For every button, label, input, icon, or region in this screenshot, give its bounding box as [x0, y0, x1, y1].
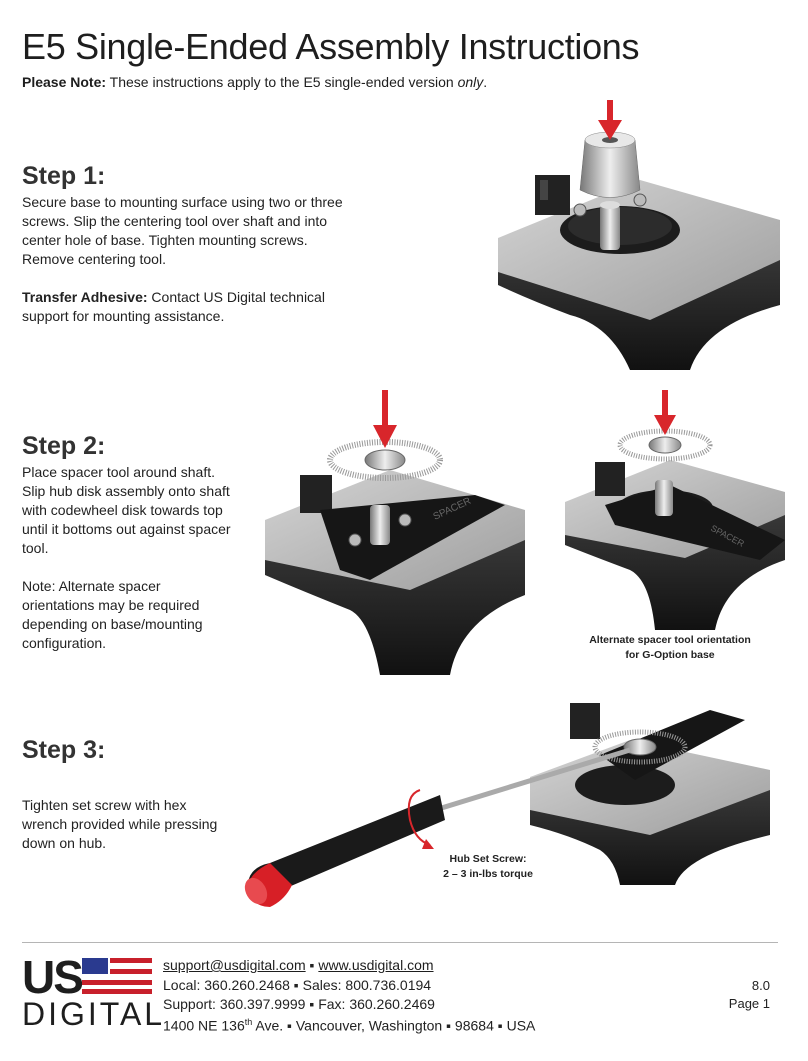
- caption-line: for G-Option base: [625, 649, 715, 661]
- contact-links: support@usdigital.com ▪ www.usdigital.co…: [163, 956, 434, 975]
- logo-us: US: [22, 951, 84, 1003]
- step-1-paragraph: Secure base to mounting surface using tw…: [22, 194, 343, 267]
- address-ordinal: th: [244, 1017, 253, 1027]
- caption-line: Hub Set Screw:: [449, 853, 527, 865]
- website-link[interactable]: www.usdigital.com: [318, 957, 434, 973]
- step-3-heading: Step 3:: [22, 736, 106, 764]
- caption-line: 2 – 3 in-lbs torque: [443, 868, 533, 880]
- hub: [364, 449, 406, 471]
- step-2-alternate-illustration: SPACER: [565, 390, 785, 630]
- alternate-orientation-caption: Alternate spacer tool orientation for G-…: [580, 633, 760, 663]
- caption-line: Alternate spacer tool orientation: [589, 634, 751, 646]
- address: 1400 NE 136th Ave. ▪ Vancouver, Washingt…: [163, 1013, 535, 1036]
- screw: [633, 193, 647, 207]
- footer-divider: [22, 942, 778, 943]
- please-note: Please Note: These instructions apply to…: [22, 74, 487, 90]
- step-1-illustration: [498, 100, 780, 370]
- note-emphasis: only: [457, 74, 484, 90]
- note-end: .: [483, 74, 488, 90]
- step-2-heading: Step 2:: [22, 432, 106, 460]
- spacer-tool: [320, 495, 505, 580]
- step-2-illustration: SPACER: [265, 390, 525, 675]
- step-3-paragraph: Tighten set screw with hex wrench provid…: [22, 797, 218, 851]
- hub-set-screw-caption: Hub Set Screw: 2 – 3 in-lbs torque: [438, 852, 538, 882]
- support-fax: Support: 360.397.9999 ▪ Fax: 360.260.246…: [163, 996, 435, 1012]
- step-2-note: Note: Alternate spacer orientations may …: [22, 578, 203, 651]
- step-2-paragraph: Place spacer tool around shaft. Slip hub…: [22, 464, 231, 556]
- rotation-arrow-icon: [407, 789, 431, 846]
- step-3-illustration: [244, 703, 770, 907]
- step-1-heading: Step 1:: [22, 162, 106, 190]
- shaft: [600, 205, 620, 250]
- flag-logo-icon: [82, 958, 152, 994]
- down-arrow-icon: [598, 100, 622, 140]
- down-arrow-icon: [373, 390, 397, 448]
- separator: ▪: [305, 957, 319, 973]
- screw: [573, 203, 587, 217]
- address-number: 1400 NE 136: [163, 1017, 245, 1034]
- logo-digital: DIGITAL: [22, 996, 166, 1032]
- address-rest: Ave. ▪ Vancouver, Washington ▪ 98684 ▪ U…: [252, 1017, 536, 1034]
- version-number: 8.0: [751, 978, 770, 993]
- step-1-transfer-adhesive: Transfer Adhesive: Contact US Digital te…: [22, 288, 357, 326]
- support-email-link[interactable]: support@usdigital.com: [163, 957, 306, 973]
- transfer-adhesive-text: Contact US Digital technical support for…: [22, 289, 325, 324]
- step-3-body: Tighten set screw with hex wrench provid…: [22, 796, 232, 853]
- down-arrow-icon: [654, 390, 676, 435]
- note-label: Please Note:: [22, 74, 107, 90]
- spacer-tool: [605, 485, 785, 560]
- spacer-tool: [600, 710, 745, 780]
- hex-wrench-shaft: [434, 747, 631, 813]
- step-2-body: Place spacer tool around shaft. Slip hub…: [22, 463, 232, 653]
- page-title: E5 Single-Ended Assembly Instructions: [22, 26, 640, 67]
- centering-tool: [579, 139, 641, 198]
- note-text: These instructions apply to the E5 singl…: [106, 74, 458, 90]
- screwdriver-handle: [248, 795, 445, 897]
- transfer-adhesive-label: Transfer Adhesive:: [22, 289, 148, 305]
- phone-numbers: Local: 360.260.2468 ▪ Sales: 800.736.019…: [163, 977, 432, 993]
- step-1-body: Secure base to mounting surface using tw…: [22, 193, 357, 326]
- page-number: Page 1: [728, 996, 770, 1011]
